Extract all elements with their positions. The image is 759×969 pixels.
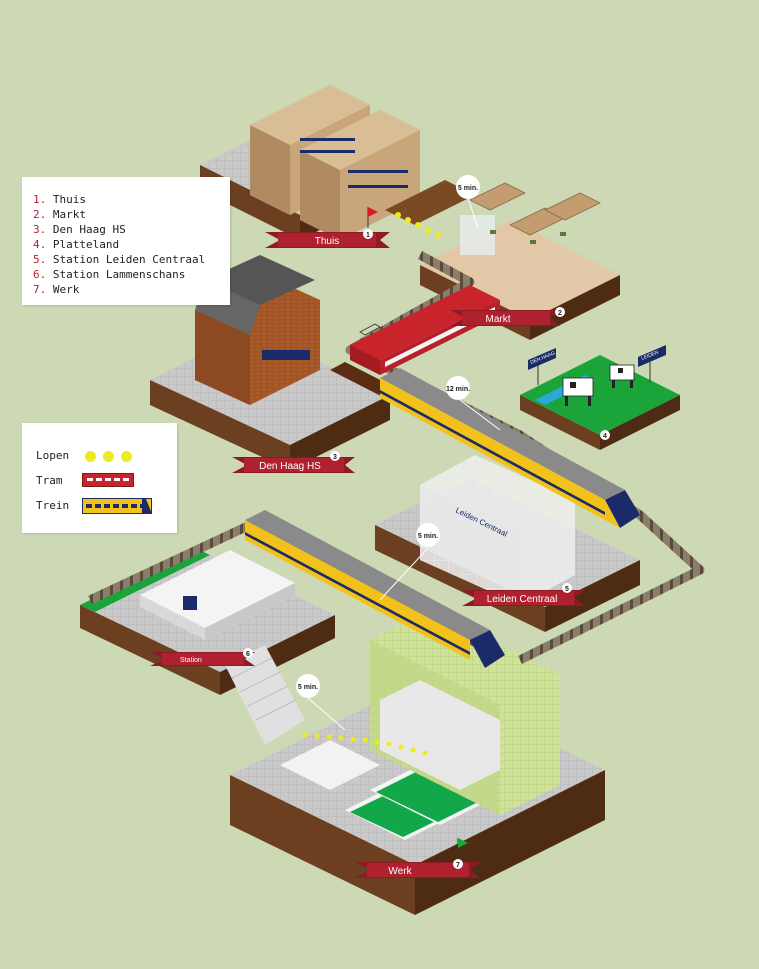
walk-dots-work bbox=[302, 732, 428, 756]
tram-vehicle bbox=[350, 285, 500, 375]
duration-train-lammenschans: 5 min. bbox=[418, 533, 438, 540]
cow-icon bbox=[562, 377, 594, 406]
duration-bubble-train-leiden: 12 min. bbox=[446, 376, 501, 431]
legend-tram-label: Tram bbox=[36, 474, 63, 487]
stops-legend: 1. Thuis 2. Markt 3. Den Haag HS 4. Plat… bbox=[22, 177, 230, 305]
flag-thuis bbox=[367, 207, 378, 228]
flag-werk bbox=[457, 838, 468, 862]
station-block bbox=[80, 548, 335, 745]
banner-platteland-num: 4 bbox=[600, 430, 610, 440]
banner-werk-label: Werk bbox=[388, 866, 412, 877]
banner-markt-num: 2 bbox=[558, 310, 562, 317]
walk-dots-home bbox=[395, 212, 441, 238]
denhaag-block bbox=[150, 255, 390, 470]
banner-thuis-label: Thuis bbox=[315, 236, 339, 247]
banner-leiden: Leiden Centraal 5 bbox=[462, 583, 585, 606]
banner-thuis: Thuis 1 bbox=[265, 229, 390, 248]
thuis-block bbox=[200, 85, 475, 240]
duration-walk-home: 5 min. bbox=[458, 185, 478, 192]
train-leiden-lammenschans bbox=[245, 510, 505, 668]
werk-block bbox=[230, 610, 605, 915]
legend-stop: 1. Thuis bbox=[33, 193, 86, 206]
banner-station: Station 6 bbox=[150, 648, 255, 666]
banner-station-label: Station bbox=[180, 657, 202, 664]
banner-leiden-num: 5 bbox=[565, 586, 569, 593]
banner-platteland-number: 4 bbox=[603, 433, 607, 440]
duration-walk-work: 5 min. bbox=[298, 684, 318, 691]
banner-markt-label: Markt bbox=[486, 314, 511, 325]
duration-train-leiden: 12 min. bbox=[446, 386, 470, 393]
legend-train-label: Trein bbox=[36, 499, 70, 512]
duration-bubble-walk-work: 5 min. bbox=[296, 674, 346, 731]
legend-stop: 2. Markt bbox=[33, 208, 86, 221]
banner-station-num: 6 bbox=[246, 651, 250, 658]
legend-stop: 6. Station Lammenschans bbox=[33, 268, 186, 281]
platteland-block: DEN HAAG LEIDEN bbox=[520, 345, 680, 450]
banner-markt: Markt 2 bbox=[450, 307, 565, 326]
legend-stop: 3. Den Haag HS bbox=[33, 223, 126, 236]
banner-denhaag: Den Haag HS 3 bbox=[232, 451, 355, 473]
mode-legend: Lopen Tram Trein bbox=[22, 423, 177, 533]
legend-walk-label: Lopen bbox=[36, 449, 70, 462]
legend-stop: 7. Werk bbox=[33, 283, 80, 296]
train-icon bbox=[82, 498, 152, 514]
ns-logo-icon bbox=[183, 596, 197, 610]
train-denhaag-leiden bbox=[380, 368, 640, 528]
banner-leiden-label: Leiden Centraal bbox=[487, 594, 558, 605]
leiden-block: Leiden Centraal bbox=[375, 455, 640, 632]
duration-bubble-walk-home: 5 min. bbox=[456, 175, 480, 229]
tram-icon bbox=[82, 473, 134, 487]
cow-icon bbox=[609, 364, 635, 388]
banner-thuis-num: 1 bbox=[366, 232, 370, 239]
banner-werk-num: 7 bbox=[456, 862, 460, 869]
legend-stop: 4. Platteland bbox=[33, 238, 120, 251]
banner-denhaag-num: 3 bbox=[333, 454, 337, 461]
legend-stop: 5. Station Leiden Centraal bbox=[33, 253, 206, 266]
banner-denhaag-label: Den Haag HS bbox=[259, 461, 321, 472]
banner-werk: Werk 7 bbox=[355, 859, 480, 878]
duration-bubble-train-lammenschans: 5 min. bbox=[379, 523, 440, 601]
